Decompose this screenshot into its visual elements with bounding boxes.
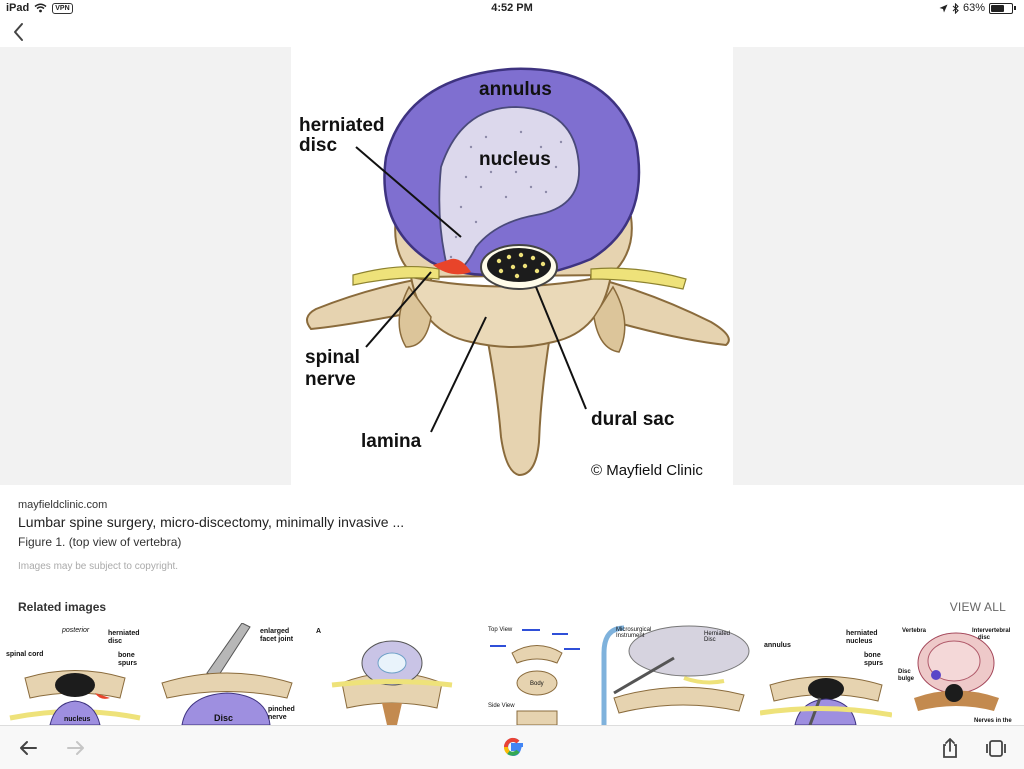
tabs-icon[interactable] [984,736,1008,760]
view-all-link[interactable]: VIEW ALL [949,600,1006,614]
svg-text:Vertebra: Vertebra [902,628,927,634]
svg-text:nerve: nerve [268,714,287,721]
result-caption: Figure 1. (top view of vertebra) [18,535,182,549]
related-thumb-4[interactable]: Top View Side View Body [482,623,592,725]
location-arrow-icon [939,4,948,12]
label-spinal: spinal [305,347,360,368]
bottom-toolbar [0,725,1024,769]
nucleus-shape [438,106,580,274]
svg-text:Disc: Disc [214,713,233,723]
related-thumb-3[interactable]: A [302,623,480,725]
vertebra-illustration: annulus nucleus herniated disc spinal ne… [299,67,730,479]
svg-text:Disc: Disc [704,637,716,643]
related-images-strip: posterior spinal cord herniated disc bon… [0,623,1024,725]
label-annulus: annulus [479,79,552,100]
device-name: iPad [6,2,30,14]
svg-text:nucleus: nucleus [846,638,873,645]
google-logo[interactable] [499,733,527,761]
svg-text:spinal cord: spinal cord [6,651,43,658]
wifi-icon [34,3,47,13]
vertebra-figure[interactable]: annulus nucleus herniated disc spinal ne… [291,47,733,485]
label-dural-sac: dural sac [591,409,675,430]
label-disc: disc [299,135,337,156]
label-herniated: herniated [299,115,385,136]
svg-text:spurs: spurs [118,660,137,667]
svg-text:bone: bone [864,652,881,659]
battery-tip [1014,6,1016,10]
svg-text:enlarged: enlarged [260,628,289,635]
back-chevron-icon[interactable] [8,20,30,44]
figure-credit: © Mayfield Clinic [591,462,703,479]
related-thumb-2[interactable]: enlarged facet joint Disc pinched nerve [152,623,300,725]
svg-text:posterior: posterior [61,627,90,634]
svg-text:bone: bone [118,652,135,659]
battery-icon [989,2,1013,14]
svg-text:herniated: herniated [108,630,140,637]
related-thumb-image: posterior spinal cord herniated disc bon… [0,623,150,725]
forward-arrow-icon[interactable] [64,736,88,760]
svg-text:disc: disc [978,635,991,641]
svg-text:Intervertebral: Intervertebral [972,628,1011,634]
source-domain[interactable]: mayfieldclinic.com [18,499,108,511]
battery-level [991,4,1004,12]
related-thumb-image: annulus herniated nucleus bone spurs [760,623,892,725]
related-thumb-image: Top View Side View Body [482,623,592,725]
svg-text:Microsurgical: Microsurgical [616,627,651,633]
back-arrow-icon[interactable] [16,736,40,760]
herniation-highlight [433,258,471,275]
svg-text:facet joint: facet joint [260,636,294,643]
svg-text:Top View: Top View [488,627,513,633]
related-thumb-6[interactable]: annulus herniated nucleus bone spurs [760,623,892,725]
related-thumb-image: A [302,623,480,725]
bluetooth-icon [952,2,959,14]
svg-text:Disc: Disc [898,669,911,675]
svg-text:Body: Body [530,681,544,687]
related-thumb-1[interactable]: posterior spinal cord herniated disc bon… [0,623,150,725]
svg-text:disc: disc [108,638,122,645]
related-thumb-image: Microsurgical Instrument Herniated Disc [594,623,758,725]
svg-text:Herniated: Herniated [704,631,730,637]
label-lamina: lamina [361,431,422,452]
svg-text:Nerves in the: Nerves in the [974,718,1012,724]
status-time: 4:52 PM [491,2,533,14]
result-title[interactable]: Lumbar spine surgery, micro-discectomy, … [18,514,405,530]
svg-text:herniated: herniated [846,630,878,637]
svg-text:spurs: spurs [864,660,883,667]
related-thumb-5[interactable]: Microsurgical Instrument Herniated Disc [594,623,758,725]
svg-text:bulge: bulge [898,676,915,682]
svg-text:pinched: pinched [268,706,295,713]
svg-text:Side View: Side View [488,703,515,709]
image-viewer[interactable]: annulus nucleus herniated disc spinal ne… [0,47,1024,485]
svg-text:nucleus: nucleus [64,716,91,723]
svg-text:Instrument: Instrument [616,633,645,639]
share-icon[interactable] [938,736,962,760]
related-thumb-7[interactable]: Vertebra Intervertebral disc Disc bulge … [894,623,1024,725]
svg-text:annulus: annulus [764,642,791,649]
copyright-note: Images may be subject to copyright. [18,561,179,572]
vpn-badge: VPN [52,2,73,14]
related-thumb-image: Vertebra Intervertebral disc Disc bulge … [894,623,1024,725]
status-bar: iPad VPN 4:52 PM 63% [0,0,1024,18]
label-nerve: nerve [305,369,356,390]
battery-percent: 63% [962,2,985,14]
related-thumb-image: enlarged facet joint Disc pinched nerve [152,623,300,725]
label-nucleus: nucleus [479,149,551,170]
related-images-heading: Related images [18,600,107,614]
svg-text:A: A [316,628,321,635]
